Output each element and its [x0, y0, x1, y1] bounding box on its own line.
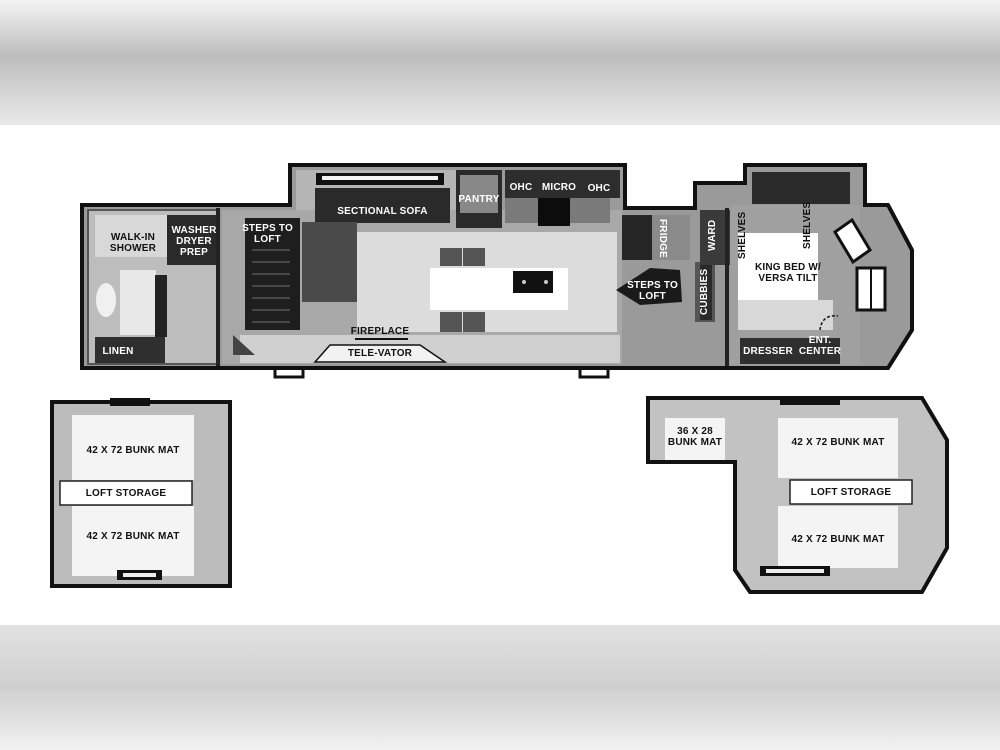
right-loft-bunk-bottom-label: 42 X 72 BUNK MAT [791, 534, 885, 545]
king-bed-label: KING BED W/ VERSA TILT [754, 262, 822, 284]
linen-label: LINEN [102, 346, 134, 357]
ohc-right-label: OHC [587, 183, 611, 194]
fridge-label: FRIDGE [657, 219, 668, 258]
ent-center-label: ENT. CENTER [798, 335, 842, 357]
micro-label: MICRO [541, 182, 577, 193]
left-loft-storage-label: LOFT STORAGE [85, 488, 167, 499]
steps-to-loft-right-label: STEPS TO LOFT [627, 280, 678, 302]
ward-label: WARD [707, 219, 718, 251]
shelves-right-label: SHELVES [802, 201, 813, 249]
washer-dryer-label: WASHER DRYER PREP [171, 225, 217, 258]
dresser-label: DRESSER [743, 346, 793, 357]
sectional-sofa-label: SECTIONAL SOFA [337, 206, 428, 217]
ohc-left-label: OHC [509, 182, 533, 193]
right-loft-storage-label: LOFT STORAGE [810, 487, 892, 498]
steps-to-loft-label: STEPS TO LOFT [242, 223, 293, 245]
right-loft-small-bunk-label: 36 X 28 BUNK MAT [667, 426, 723, 448]
cubbies-label: CUBBIES [699, 268, 710, 316]
blurred-background-bottom [0, 625, 1000, 750]
walk-in-shower-label: WALK-IN SHOWER [109, 232, 157, 254]
fireplace-label: FIREPLACE [350, 326, 410, 337]
shelves-left-label: SHELVES [737, 211, 748, 259]
right-loft-bunk-top-label: 42 X 72 BUNK MAT [791, 437, 885, 448]
left-loft-bunk-top-label: 42 X 72 BUNK MAT [86, 445, 180, 456]
pantry-label: PANTRY [458, 194, 500, 205]
tele-vator-label: TELE-VATOR [347, 348, 413, 359]
blurred-background-top [0, 0, 1000, 125]
left-loft-bunk-bottom-label: 42 X 72 BUNK MAT [86, 531, 180, 542]
